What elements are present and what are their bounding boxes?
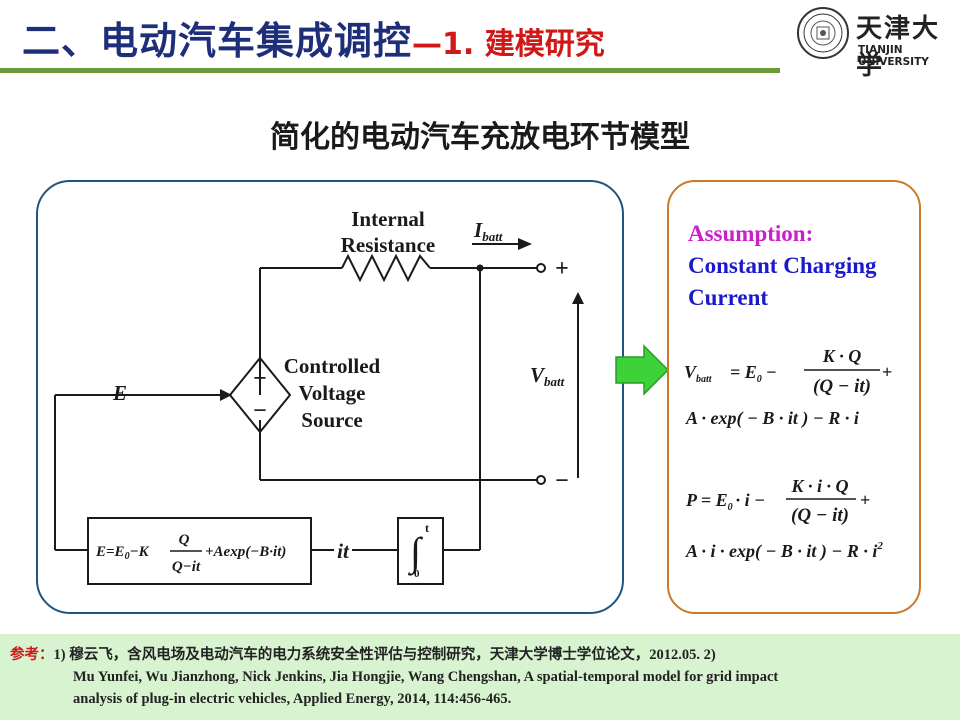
title-sub: —1. 建模研究 xyxy=(412,27,605,62)
integrator-block xyxy=(397,517,444,585)
vbatt-line-2: A · exp( − B · it ) − R · i xyxy=(685,408,859,429)
title-main: 二、电动汽车集成调控 xyxy=(22,19,413,63)
references-label: 参考： xyxy=(10,647,54,663)
controlled-label-2: Voltage xyxy=(299,381,366,405)
formula-tail: +Aexp(−B·it) xyxy=(205,544,286,560)
i-batt-label: Ibatt xyxy=(473,218,503,244)
controlled-source-symbol xyxy=(228,356,292,434)
positive-terminal-label: + xyxy=(555,256,569,282)
green-arrow-icon xyxy=(615,344,670,396)
power-lhs: P = E0· i − xyxy=(685,490,765,513)
assumption-label: Assumption: xyxy=(688,221,814,246)
assumption-line-2: Current xyxy=(688,285,769,310)
integral-upper-limit: t xyxy=(425,521,429,535)
vbatt-lhs: Vbatt xyxy=(684,362,713,385)
terminal-positive xyxy=(536,263,546,273)
junction-node-top xyxy=(476,264,484,272)
reference-line-1: 1) 穆云飞，含风电场及电动汽车的电力系统安全性评估与控制研究，天津大学博士学位… xyxy=(53,647,716,663)
integral-sign-icon: ∫ xyxy=(407,529,424,576)
terminal-negative xyxy=(536,475,546,485)
reference-line-2: Mu Yunfei, Wu Jianzhong, Nick Jenkins, J… xyxy=(73,669,779,685)
university-name-cn: 天津大学 xyxy=(856,14,941,81)
formula-numerator: Q xyxy=(179,532,190,548)
assumption-block: Assumption: Constant Charging Current xyxy=(688,218,877,314)
v-batt-label: Vbatt xyxy=(530,363,565,389)
controlled-label-1: Controlled xyxy=(284,354,381,378)
vbatt-plus: + xyxy=(882,362,892,382)
vbatt-rhs: = E0− xyxy=(730,362,777,385)
vbatt-numerator: K · Q xyxy=(822,346,862,366)
power-plus: + xyxy=(860,490,870,510)
slide-title: 二、电动汽车集成调控—1. 建模研究 xyxy=(22,10,605,65)
internal-resistance-label-1: Internal xyxy=(351,207,425,231)
circuit-panel xyxy=(36,180,624,614)
negative-terminal-label: − xyxy=(555,468,569,494)
internal-resistance-label-2: Resistance xyxy=(341,233,435,257)
university-name-en: TIANJIN UNIVERSITY xyxy=(858,44,929,68)
equation-panel xyxy=(667,180,921,614)
formula-denominator: Q−it xyxy=(172,559,201,575)
slide-subtitle: 简化的电动汽车充放电环节模型 xyxy=(270,120,690,155)
references-text: 参考：1) 穆云飞，含风电场及电动汽车的电力系统安全性评估与控制研究，天津大学博… xyxy=(10,644,940,710)
header-divider xyxy=(0,68,780,73)
power-numerator: K · i · Q xyxy=(790,476,848,496)
references-panel xyxy=(0,634,960,720)
integral-lower-limit: 0 xyxy=(414,568,420,580)
source-plus-sign: + xyxy=(253,366,267,392)
assumption-line-1: Constant Charging xyxy=(688,253,877,278)
it-signal-label: it xyxy=(337,539,350,563)
vbatt-denominator: (Q − it) xyxy=(813,376,871,397)
e-signal-label: E xyxy=(112,381,127,405)
power-line-2: A · i · exp( − B · it ) − R · i2 xyxy=(685,540,883,562)
controlled-label-3: Source xyxy=(301,408,362,432)
university-seal-icon xyxy=(797,7,849,59)
source-minus-sign: − xyxy=(253,398,267,424)
reference-line-3: analysis of plug-in electric vehicles, A… xyxy=(73,691,512,707)
power-denominator: (Q − it) xyxy=(791,505,849,526)
resistor-symbol xyxy=(341,253,431,283)
formula-lhs: E=E0−K xyxy=(95,544,150,562)
